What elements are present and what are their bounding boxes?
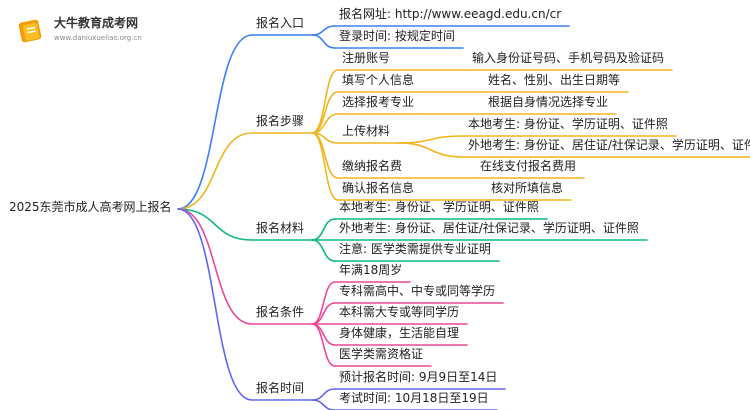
step-personal-info-detail: 姓名、性别、出生日期等 — [488, 73, 621, 87]
step-fee-detail: 在线支付报名费用 — [480, 159, 577, 173]
materials-local-link — [311, 218, 336, 241]
branch-time-link — [177, 208, 253, 401]
entry-url: 报名网址: http://www.eeagd.edu.cn/cr — [339, 7, 562, 21]
step-upload-nonlocal: 外地考生: 身份证、居住证/社保记录、学历证明、证件照 — [468, 138, 750, 152]
step-major: 选择报考专业 — [342, 95, 415, 109]
time-exam-link — [311, 399, 336, 410]
branch-materials-link — [177, 208, 253, 241]
branch-conditions: 报名条件 — [256, 305, 305, 319]
book-logo-icon — [18, 19, 42, 43]
time-registration: 预计报名时间: 9月9日至14日 — [339, 370, 498, 384]
branch-conditions-link — [177, 208, 253, 325]
time-registration-link — [311, 388, 336, 401]
site-logo[interactable]: 大牛教育成考网 www.daniuxueliao.org.cn — [16, 14, 176, 48]
entry-login-time-link — [311, 34, 336, 49]
condition-medical-link — [311, 323, 336, 367]
entry-url-link — [311, 25, 336, 36]
step-confirm-link — [311, 132, 339, 201]
entry-login-time: 登录时间: 按规定时间 — [339, 29, 455, 43]
step-fee-link — [311, 132, 339, 179]
condition-junior-college: 专科需高中、中专或同等学历 — [339, 284, 496, 298]
branch-steps-link — [177, 132, 253, 210]
condition-health: 身体健康，生活能自理 — [339, 326, 460, 340]
time-exam: 考试时间: 10月18日至19日 — [339, 391, 489, 405]
step-confirm-detail: 核对所填信息 — [491, 181, 564, 195]
step-register-detail: 输入身份证号码、手机号码及验证码 — [472, 51, 665, 65]
condition-medical: 医学类需资格证 — [339, 347, 424, 361]
materials-local: 本地考生: 身份证、学历证明、证件照 — [339, 200, 539, 214]
step-upload-nonlocal-link — [397, 142, 465, 158]
materials-nonlocal: 外地考生: 身份证、居住证/社保记录、学历证明、证件照 — [339, 221, 639, 235]
step-confirm: 确认报名信息 — [342, 181, 415, 195]
branch-materials: 报名材料 — [256, 221, 305, 235]
step-upload-local: 本地考生: 身份证、学历证明、证件照 — [468, 117, 668, 131]
condition-age: 年满18周岁 — [339, 263, 403, 277]
materials-note: 注意: 医学类需提供专业证明 — [339, 242, 491, 256]
materials-note-link — [311, 239, 336, 262]
step-upload-local-link — [397, 135, 465, 144]
branch-steps: 报名步骤 — [256, 114, 305, 128]
step-register: 注册账号 — [342, 51, 391, 65]
branch-time: 报名时间 — [256, 381, 305, 395]
step-major-detail: 根据自身情况选择专业 — [488, 95, 609, 109]
logo-url: www.daniuxueliao.org.cn — [54, 34, 142, 42]
branch-entry: 报名入口 — [256, 16, 305, 30]
branch-entry-link — [177, 34, 253, 210]
step-fee: 缴纳报名费 — [342, 159, 403, 173]
logo-title: 大牛教育成考网 — [54, 16, 139, 30]
step-upload: 上传材料 — [342, 124, 391, 138]
root-node: 2025东莞市成人高考网上报名 — [9, 200, 172, 214]
condition-bachelor: 本科需大专或等同学历 — [339, 305, 460, 319]
step-personal-info: 填写个人信息 — [342, 73, 415, 87]
